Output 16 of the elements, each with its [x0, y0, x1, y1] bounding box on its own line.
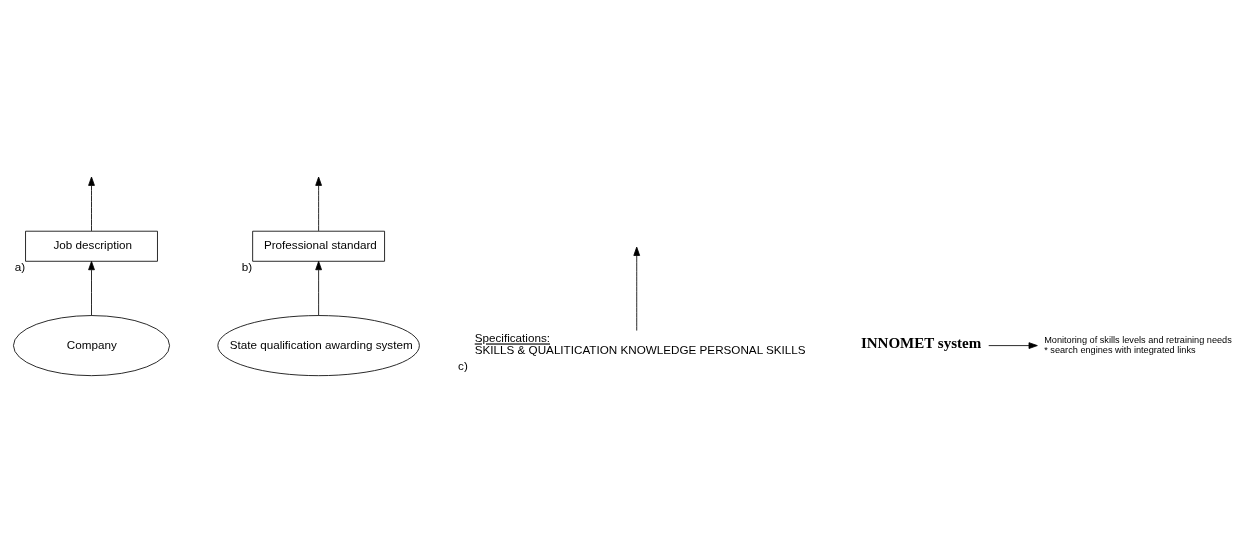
arrow	[88, 176, 95, 232]
node-label: c)	[458, 358, 468, 372]
node-text: INNOMET system	[860, 335, 982, 352]
node-label: a)	[14, 259, 26, 273]
arrow	[315, 176, 322, 232]
node-label: b)	[241, 259, 253, 273]
node-ellipse: State qualification awarding system	[217, 315, 420, 377]
arrow	[633, 246, 641, 331]
node-box: Job description	[25, 230, 158, 262]
arrow	[315, 260, 322, 316]
node-box: Professional standard	[252, 230, 385, 262]
node-ellipse: Company	[13, 315, 170, 377]
node-text: Monitoring of skills levels and retraining needs * search engines with integrated links	[1044, 334, 1232, 355]
node-text: Specifications: SKILLS & QUALITICATION KNOWLEDGE PERSONAL SKILLS	[474, 331, 806, 357]
arrow	[88, 260, 95, 316]
arrow	[988, 342, 1038, 349]
